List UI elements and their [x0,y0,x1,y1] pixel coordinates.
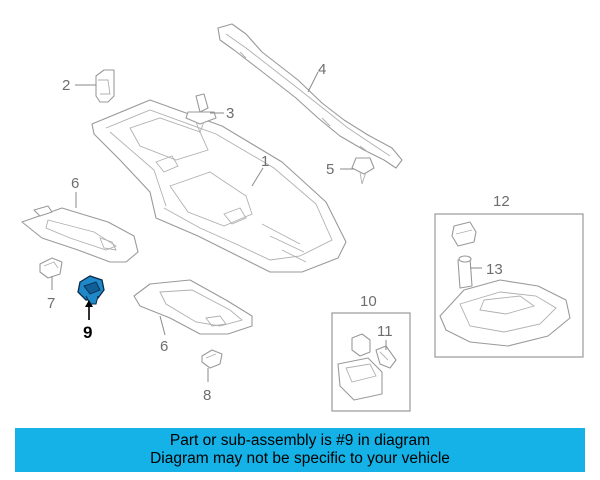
parts-diagram: 2 3 4 5 1 6 7 9 6 8 10 11 12 13 [21,23,584,412]
callout-6-lower: 6 [160,338,168,355]
callout-3: 3 [226,105,234,122]
callout-13: 13 [486,261,503,278]
callout-2: 2 [62,77,70,94]
callout-8: 8 [203,387,211,404]
banner-line-1: Part or sub-assembly is #9 in diagram [169,432,431,449]
info-banner: Part or sub-assembly is #9 in diagram Di… [15,428,585,472]
callout-5: 5 [326,161,334,178]
part-3-pushclip [185,93,217,134]
part-7-clip [39,257,63,279]
callout-7: 7 [47,295,55,312]
part-10-lamp [337,333,383,401]
callout-9: 9 [83,323,92,342]
part-6-visor-left [21,205,139,263]
part-13-bulb [457,255,473,289]
part-8-clip [201,349,223,369]
part-9-leader-arrow [85,300,93,320]
callout-12: 12 [493,193,510,210]
callout-4: 4 [318,61,326,78]
callout-11: 11 [377,323,393,340]
leader-lines [51,71,482,382]
part-9-highlighted-clip [77,275,105,305]
callout-1: 1 [261,153,269,170]
part-11-bulb [375,345,397,369]
part-12-switch [451,221,477,247]
part-5-pushclip [351,157,375,185]
callout-10: 10 [360,293,377,310]
part-12-dome-light [439,279,571,347]
part-4-rail [217,23,403,169]
banner-line-2: Diagram may not be specific to your vehi… [150,450,450,467]
part-2-clip [95,69,115,103]
part-6-visor-right [133,279,253,335]
callout-6-upper: 6 [71,175,79,192]
part-1-console [91,99,347,273]
